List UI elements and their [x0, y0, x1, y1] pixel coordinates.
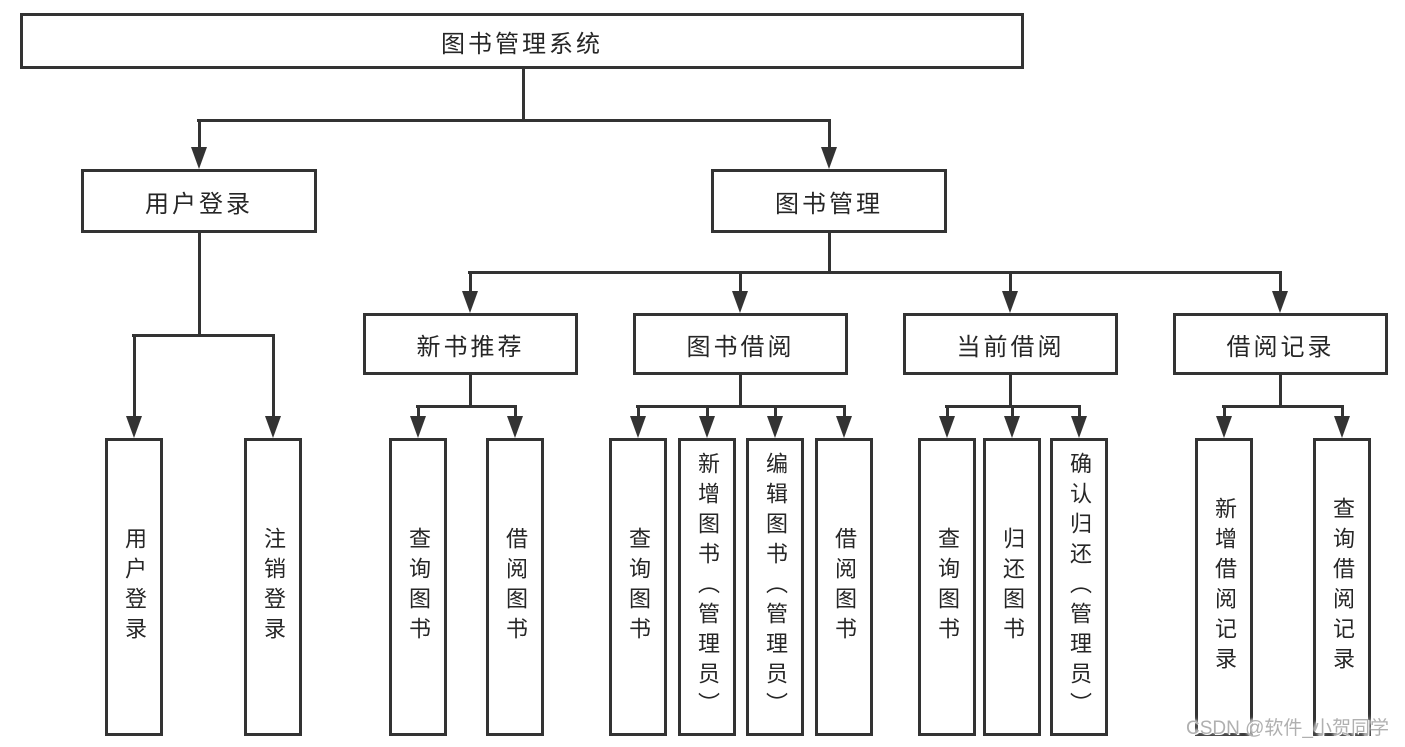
node-book-borrowing: 图书借阅: [633, 313, 848, 375]
arrow-stem: [774, 406, 777, 418]
connector-level2-bus: [197, 119, 831, 122]
arrow-down-icon: [507, 416, 523, 438]
connector-book-borrow-bus: [636, 405, 846, 408]
arrow-stem: [1009, 272, 1012, 293]
arrow-down-icon: [191, 147, 207, 169]
leaf-label: 注销登录: [261, 527, 286, 647]
arrow-stem: [739, 272, 742, 293]
arrow-stem: [469, 272, 472, 293]
leaf-label: 查询借阅记录: [1330, 497, 1355, 677]
leaf-query-books-current: 查询图书: [918, 438, 976, 736]
leaf-borrow-books-borrowing: 借阅图书: [815, 438, 873, 736]
arrow-stem: [272, 335, 275, 418]
leaf-query-books-borrowing: 查询图书: [609, 438, 667, 736]
csdn-watermark: CSDN @软件_小贺同学: [1186, 718, 1389, 739]
leaf-label: 确认归还（管理员）: [1067, 452, 1092, 722]
arrow-stem: [514, 406, 517, 418]
node-library-management-system: 图书管理系统: [20, 13, 1024, 69]
leaf-confirm-return-admin: 确认归还（管理员）: [1050, 438, 1108, 736]
leaf-query-books-recommend: 查询图书: [389, 438, 447, 736]
leaf-query-borrow-record: 查询借阅记录: [1313, 438, 1371, 736]
leaf-label: 借阅图书: [832, 527, 857, 647]
leaf-label: 用户登录: [122, 527, 147, 647]
arrow-stem: [1223, 406, 1226, 418]
node-borrowing-records: 借阅记录: [1173, 313, 1388, 375]
arrow-stem: [198, 120, 201, 149]
arrow-down-icon: [1002, 291, 1018, 313]
arrow-down-icon: [767, 416, 783, 438]
arrow-down-icon: [1004, 416, 1020, 438]
connector-new-book-stem: [469, 375, 472, 407]
arrow-stem: [1078, 406, 1081, 418]
connector-borrow-records-stem: [1279, 375, 1282, 407]
arrow-stem: [1011, 406, 1014, 418]
node-book-management-branch: 图书管理: [711, 169, 947, 233]
node-new-book-recommendation: 新书推荐: [363, 313, 578, 375]
leaf-label: 新增图书（管理员）: [695, 452, 720, 722]
leaf-add-books-admin: 新增图书（管理员）: [678, 438, 736, 736]
arrow-down-icon: [1216, 416, 1232, 438]
node-current-borrowing: 当前借阅: [903, 313, 1118, 375]
arrow-down-icon: [126, 416, 142, 438]
arrow-stem: [843, 406, 846, 418]
arrow-down-icon: [462, 291, 478, 313]
leaf-label: 编辑图书（管理员）: [763, 452, 788, 722]
arrow-down-icon: [699, 416, 715, 438]
arrow-down-icon: [1071, 416, 1087, 438]
arrow-down-icon: [1272, 291, 1288, 313]
leaf-label: 新增借阅记录: [1212, 497, 1237, 677]
leaf-user-login: 用户登录: [105, 438, 163, 736]
arrow-down-icon: [265, 416, 281, 438]
arrow-stem: [1279, 272, 1282, 293]
arrow-down-icon: [410, 416, 426, 438]
connector-borrow-records-bus: [1222, 405, 1344, 408]
node-label: 当前借阅: [956, 333, 1065, 361]
connector-book-borrow-stem: [739, 375, 742, 407]
leaf-label: 借阅图书: [503, 527, 528, 647]
leaf-logout-login: 注销登录: [244, 438, 302, 736]
node-label: 用户登录: [145, 190, 253, 218]
leaf-return-books: 归还图书: [983, 438, 1041, 736]
leaf-borrow-books-recommend: 借阅图书: [486, 438, 544, 736]
arrow-down-icon: [821, 147, 837, 169]
arrow-stem: [706, 406, 709, 418]
leaf-edit-books-admin: 编辑图书（管理员）: [746, 438, 804, 736]
arrow-down-icon: [630, 416, 646, 438]
arrow-down-icon: [1334, 416, 1350, 438]
node-label: 图书管理系统: [441, 30, 603, 58]
leaf-add-borrow-record: 新增借阅记录: [1195, 438, 1253, 736]
arrow-stem: [828, 120, 831, 149]
leaf-label: 归还图书: [1000, 527, 1025, 647]
leaf-label: 查询图书: [935, 527, 960, 647]
arrow-stem: [946, 406, 949, 418]
connector-user-login-bus: [132, 334, 275, 337]
arrow-down-icon: [836, 416, 852, 438]
arrow-down-icon: [939, 416, 955, 438]
leaf-label: 查询图书: [626, 527, 651, 647]
connector-current-borrow-stem: [1009, 375, 1012, 407]
arrow-stem: [133, 335, 136, 418]
connector-new-book-bus: [416, 405, 517, 408]
node-label: 借阅记录: [1226, 333, 1335, 361]
node-label: 图书管理: [775, 190, 883, 218]
connector-book-mgmt-stem: [828, 233, 831, 273]
connector-level3-bus: [468, 271, 1282, 274]
node-user-login-branch: 用户登录: [81, 169, 317, 233]
node-label: 新书推荐: [416, 333, 525, 361]
connector-user-login-stem: [198, 233, 201, 336]
connector-root-stem: [522, 69, 525, 121]
node-label: 图书借阅: [686, 333, 795, 361]
arrow-stem: [637, 406, 640, 418]
arrow-down-icon: [732, 291, 748, 313]
leaf-label: 查询图书: [406, 527, 431, 647]
arrow-stem: [417, 406, 420, 418]
arrow-stem: [1341, 406, 1344, 418]
